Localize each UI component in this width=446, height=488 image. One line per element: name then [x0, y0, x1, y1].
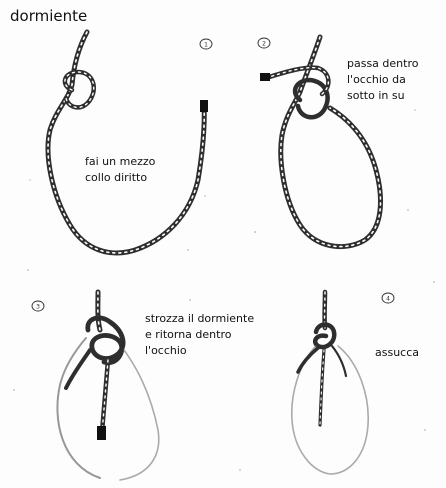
step-2-number: 2 — [262, 41, 266, 48]
step-3-caption-line: e ritorna dentro — [145, 327, 254, 343]
step-4-left-strand — [298, 348, 318, 372]
diagram-title: dormiente — [10, 7, 87, 25]
step-3-rope-end — [97, 426, 106, 440]
step-3-caption-line: l'occhio — [145, 343, 254, 359]
step-4-number: 4 — [386, 296, 390, 303]
step-2-rope-end — [260, 73, 270, 81]
step-4-caption-line: assucca — [375, 345, 419, 361]
step-4-caption: assucca — [375, 345, 419, 361]
step-1-caption-line: collo diritto — [85, 170, 155, 186]
step-3-left-leg — [57, 338, 100, 478]
step-2-caption-line: l'occhio da — [347, 72, 418, 88]
step-3-caption-line: strozza il dormiente — [145, 311, 254, 327]
step-3-number: 3 — [36, 304, 40, 311]
step-1-number: 1 — [204, 42, 208, 49]
step-3-caption: strozza il dormiente e ritorna dentro l'… — [145, 311, 254, 359]
step-2-caption-line: sotto in su — [347, 88, 418, 104]
step-3-right-leg — [120, 350, 159, 480]
step-1-caption: fai un mezzo collo diritto — [85, 154, 155, 186]
step-1-rope-body — [48, 32, 204, 253]
step-1-rope-end — [200, 100, 208, 112]
step-1-rope — [48, 32, 208, 253]
step-2-caption: passa dentro l'occhio da sotto in su — [347, 56, 418, 104]
step-3-left-strand — [66, 350, 90, 388]
step-3-knot — [88, 318, 123, 363]
step-4-rope — [292, 292, 368, 474]
step-1-caption-line: fai un mezzo — [85, 154, 155, 170]
step-3-rope — [57, 292, 158, 480]
step-2-caption-line: passa dentro — [347, 56, 418, 72]
